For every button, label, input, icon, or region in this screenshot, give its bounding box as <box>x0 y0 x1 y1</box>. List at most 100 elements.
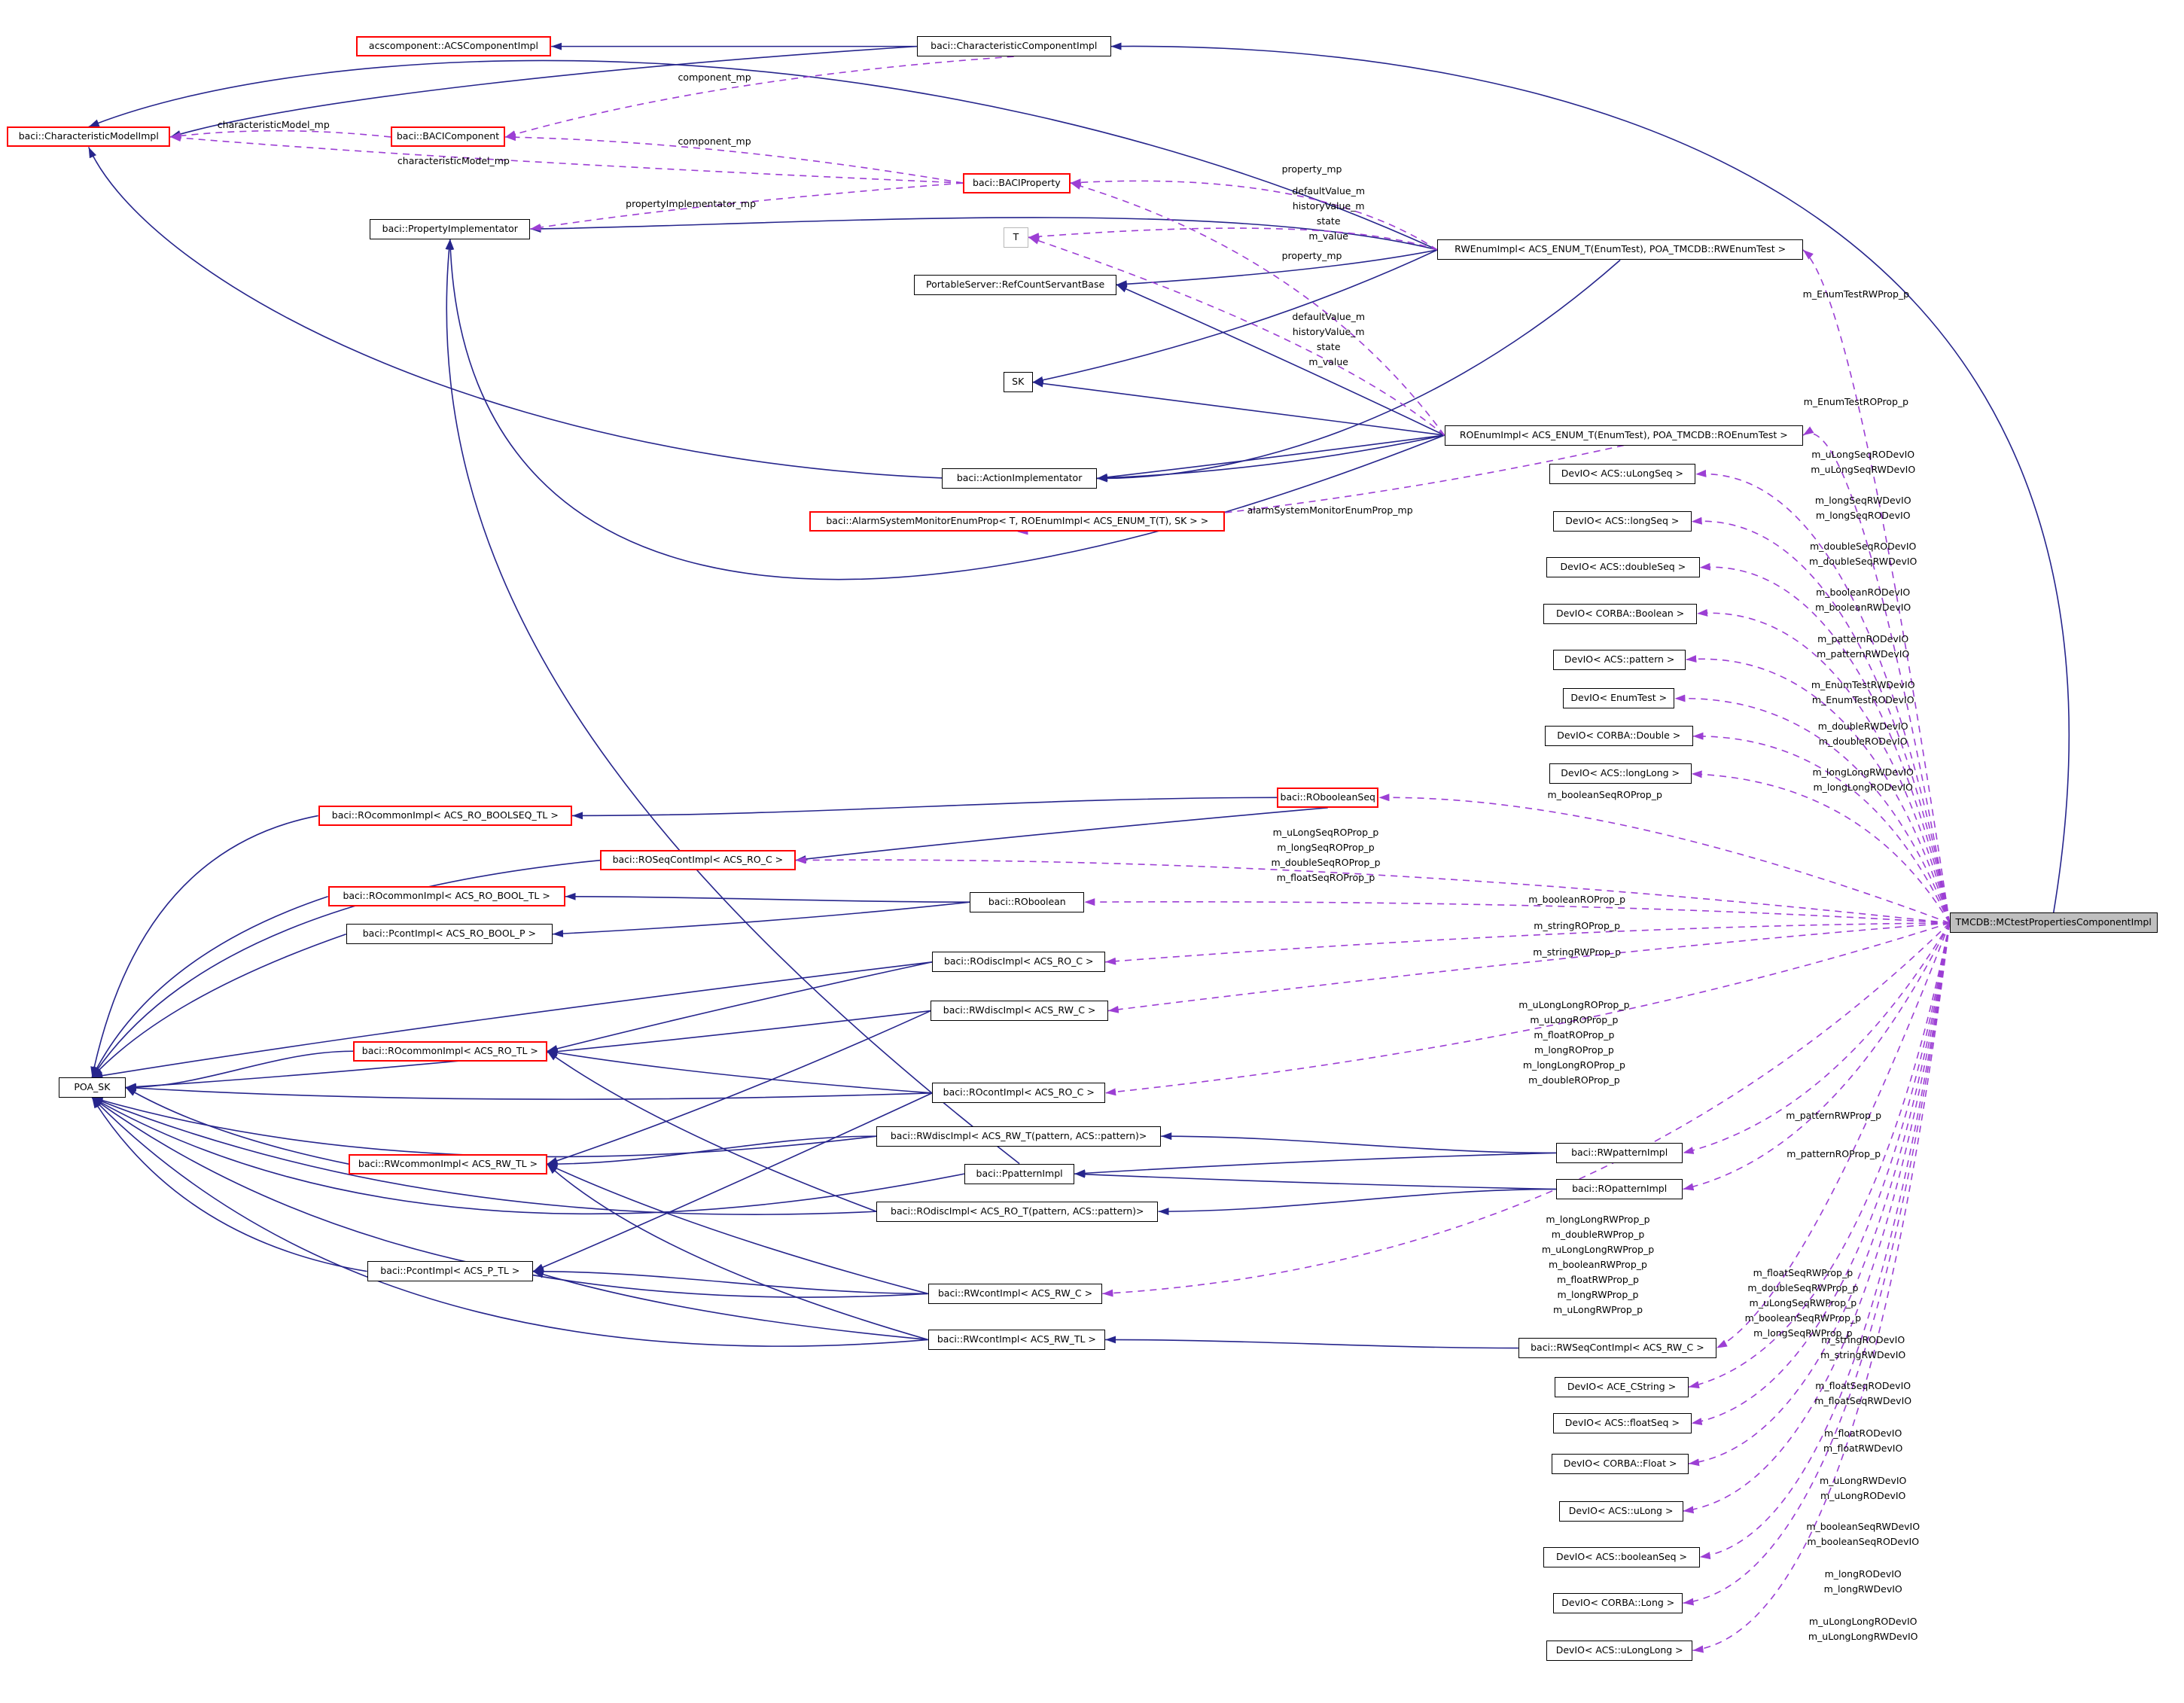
edge-label-property-mp-2: property_mp <box>1282 248 1342 264</box>
node-alarm-system-monitor-enum-prop[interactable]: baci::AlarmSystemMonitorEnumProp< T, ROE… <box>809 511 1226 532</box>
edge-label-line: m_doubleSeqRWProp_p <box>1747 1281 1859 1293</box>
edge-label-line: alarmSystemMonitorEnumProp_mp <box>1247 504 1413 516</box>
inheritance-edge-ro-boolean-to-ro-common-impl-bool-tl <box>565 892 970 903</box>
node-rw-seq-cont-impl[interactable]: baci::RWSeqContImpl< ACS_RW_C > <box>1518 1338 1716 1358</box>
inheritance-edge-p-pattern-impl-to-poa-sk <box>91 1097 965 1215</box>
node-devio-longseq[interactable]: DevIO< ACS::longSeq > <box>1553 511 1692 532</box>
edge-label-characteristic-model-mp-1: characteristicModel_mp <box>218 117 330 133</box>
usage-edge-ro-enum-impl-to-t <box>1028 236 1445 436</box>
node-ro-boolean-seq[interactable]: baci::RObooleanSeq <box>1277 787 1379 808</box>
node-action-implementator[interactable]: baci::ActionImplementator <box>942 468 1097 489</box>
edge-label-line: component_mp <box>678 71 751 83</box>
edge-label-line: m_stringROProp_p <box>1534 919 1621 931</box>
node-rw-cont-impl-c[interactable]: baci::RWcontImpl< ACS_RW_C > <box>928 1283 1103 1304</box>
node-devio-ulongseq[interactable]: DevIO< ACS::uLongSeq > <box>1549 464 1696 485</box>
node-devio-longlong[interactable]: DevIO< ACS::longLong > <box>1549 763 1692 784</box>
node-characteristic-model-impl[interactable]: baci::CharacteristicModelImpl <box>7 126 171 148</box>
node-devio-enumtest[interactable]: DevIO< EnumTest > <box>1563 688 1675 709</box>
node-acs-component-impl[interactable]: acscomponent::ACSComponentImpl <box>355 36 552 57</box>
edge-label-line: m_longRWDevIO <box>1823 1583 1902 1595</box>
node-devio-pattern[interactable]: DevIO< ACS::pattern > <box>1553 649 1686 670</box>
edge-label-line: m_booleanRWProp_p <box>1549 1259 1647 1271</box>
inheritance-edge-pcont-impl-ro-bool-p-to-poa-sk <box>91 934 346 1078</box>
edge-label-line: defaultValue_m <box>1292 310 1366 322</box>
node-ro-common-impl-bool-tl[interactable]: baci::ROcommonImpl< ACS_RO_BOOL_TL > <box>327 886 565 907</box>
node-devio-boolean[interactable]: DevIO< CORBA::Boolean > <box>1543 603 1698 624</box>
node-devio-ulonglong[interactable]: DevIO< ACS::uLongLong > <box>1546 1640 1693 1661</box>
edge-label-m-string-ro-prop: m_stringROProp_p <box>1534 919 1620 934</box>
node-devio-float[interactable]: DevIO< CORBA::Float > <box>1552 1453 1689 1474</box>
usage-edge-tmcdb-mctest-properties-component-impl-to-devio-longlong <box>1691 770 1951 924</box>
inheritance-edge-ro-pattern-impl-to-ro-disc-impl-pattern <box>1158 1188 1556 1216</box>
inheritance-edge-rw-cont-impl-tl-to-pcont-impl-p-tl <box>532 1270 928 1341</box>
node-sk[interactable]: SK <box>1003 372 1033 393</box>
edge-label-property-mp-1: property_mp <box>1282 162 1342 177</box>
node-devio-acecstring[interactable]: DevIO< ACE_CString > <box>1555 1376 1689 1397</box>
node-ro-common-impl-tl[interactable]: baci::ROcommonImpl< ACS_RO_TL > <box>353 1040 547 1062</box>
node-baci-component[interactable]: baci::BACIComponent <box>391 126 505 148</box>
usage-edge-tmcdb-mctest-properties-component-impl-to-ro-enum-impl <box>1802 426 1951 924</box>
node-ro-pattern-impl[interactable]: baci::ROpatternImpl <box>1555 1179 1683 1199</box>
inheritance-edge-rw-enum-impl-to-action-implementator <box>1096 259 1621 483</box>
edge-label-line: m_doubleSeqROProp_p <box>1271 856 1381 868</box>
usage-edge-tmcdb-mctest-properties-component-impl-to-devio-doubleseq <box>1699 562 1951 924</box>
usage-edge-tmcdb-mctest-properties-component-impl-to-devio-longseq <box>1691 516 1951 924</box>
edge-label-line: m_booleanRODevIO <box>1816 586 1911 599</box>
edge-label-m-pattern-rw-prop: m_patternRWProp_p <box>1786 1108 1881 1123</box>
node-ro-seq-cont-impl[interactable]: baci::ROSeqContImpl< ACS_RO_C > <box>600 850 796 871</box>
edge-label-line: m_floatSeqROProp_p <box>1276 871 1375 883</box>
node-devio-long[interactable]: DevIO< CORBA::Long > <box>1553 1592 1683 1613</box>
node-devio-booleanseq[interactable]: DevIO< ACS::booleanSeq > <box>1543 1546 1700 1567</box>
node-devio-floatseq[interactable]: DevIO< ACS::floatSeq > <box>1553 1413 1692 1433</box>
edge-label-line: m_floatSeqRWDevIO <box>1814 1394 1912 1406</box>
usage-edge-tmcdb-mctest-properties-component-impl-to-ro-seq-cont-impl <box>795 856 1950 924</box>
usage-edge-tmcdb-mctest-properties-component-impl-to-devio-boolean <box>1697 608 1951 924</box>
node-t[interactable]: T <box>1003 227 1029 248</box>
usage-edge-tmcdb-mctest-properties-component-impl-to-devio-ulonglong <box>1692 922 1951 1653</box>
edge-label-alarm-system-monitor-enum-prop-mp: alarmSystemMonitorEnumProp_mp <box>1247 503 1413 518</box>
node-ref-count-servant-base[interactable]: PortableServer::RefCountServantBase <box>914 274 1116 295</box>
node-tmcdb-mctest-properties-component-impl[interactable]: TMCDB::MCtestPropertiesComponentImpl <box>1949 912 2158 934</box>
node-rw-cont-impl-tl[interactable]: baci::RWcontImpl< ACS_RW_TL > <box>928 1329 1106 1350</box>
node-ro-common-impl-boolseq-tl[interactable]: baci::ROcommonImpl< ACS_RO_BOOLSEQ_TL > <box>318 805 572 826</box>
edge-label-line: m_doubleRODevIO <box>1818 736 1908 748</box>
node-property-implementator[interactable]: baci::PropertyImplementator <box>370 218 531 239</box>
node-rw-enum-impl[interactable]: RWEnumImpl< ACS_ENUM_T(EnumTest), POA_TM… <box>1437 239 1803 260</box>
edge-label-line: m_longSeqRWProp_p <box>1753 1327 1853 1339</box>
node-rw-disc-impl-c[interactable]: baci::RWdiscImpl< ACS_RW_C > <box>931 1001 1108 1022</box>
node-rw-common-impl-tl[interactable]: baci::RWcommonImpl< ACS_RW_TL > <box>349 1153 547 1174</box>
node-p-pattern-impl[interactable]: baci::PpatternImpl <box>964 1163 1075 1184</box>
node-devio-double[interactable]: DevIO< CORBA::Double > <box>1545 726 1693 747</box>
edge-label-line: m_booleanRWDevIO <box>1815 602 1911 614</box>
node-ro-boolean[interactable]: baci::ROboolean <box>970 891 1085 912</box>
node-characteristic-component-impl[interactable]: baci::CharacteristicComponentImpl <box>916 36 1111 57</box>
node-ro-disc-impl-pattern[interactable]: baci::ROdiscImpl< ACS_RO_T(pattern, ACS:… <box>876 1201 1159 1222</box>
node-pcont-impl-ro-bool-p[interactable]: baci::PcontImpl< ACS_RO_BOOL_P > <box>346 924 553 945</box>
edge-label-line: m_floatRODevIO <box>1824 1427 1902 1439</box>
node-rw-disc-impl-pattern[interactable]: baci::RWdiscImpl< ACS_RW_T(pattern, ACS:… <box>876 1126 1162 1147</box>
node-devio-ulong[interactable]: DevIO< ACS::uLong > <box>1558 1500 1683 1522</box>
node-rw-pattern-impl[interactable]: baci::RWpatternImpl <box>1555 1142 1683 1163</box>
edge-label-line: m_stringRODevIO <box>1821 1333 1905 1345</box>
node-devio-doubleseq[interactable]: DevIO< ACS::doubleSeq > <box>1546 557 1700 578</box>
edge-label-line: m_uLongRODevIO <box>1820 1489 1906 1501</box>
node-poa-sk[interactable]: POA_SK <box>58 1077 126 1098</box>
inheritance-edge-rw-disc-impl-c-to-rw-common-impl-tl <box>547 1010 931 1165</box>
edge-label-line: m_longROProp_p <box>1534 1044 1614 1056</box>
usage-edge-tmcdb-mctest-properties-component-impl-to-devio-floatseq <box>1691 922 1951 1425</box>
inheritance-edge-rw-enum-impl-to-sk <box>1032 249 1438 384</box>
node-pcont-impl-p-tl[interactable]: baci::PcontImpl< ACS_P_TL > <box>367 1261 534 1282</box>
node-ro-enum-impl[interactable]: ROEnumImpl< ACS_ENUM_T(EnumTest), POA_TM… <box>1444 425 1803 446</box>
edge-label-line: m_value <box>1308 230 1348 242</box>
node-ro-cont-impl-c[interactable]: baci::ROcontImpl< ACS_RO_C > <box>932 1083 1106 1104</box>
edge-label-m-string-rw-prop: m_stringRWProp_p <box>1533 945 1621 960</box>
node-ro-disc-impl-c[interactable]: baci::ROdiscImpl< ACS_RO_C > <box>932 952 1106 973</box>
node-baci-property[interactable]: baci::BACIProperty <box>963 172 1071 193</box>
edge-label-line: m_patternROProp_p <box>1786 1148 1881 1160</box>
